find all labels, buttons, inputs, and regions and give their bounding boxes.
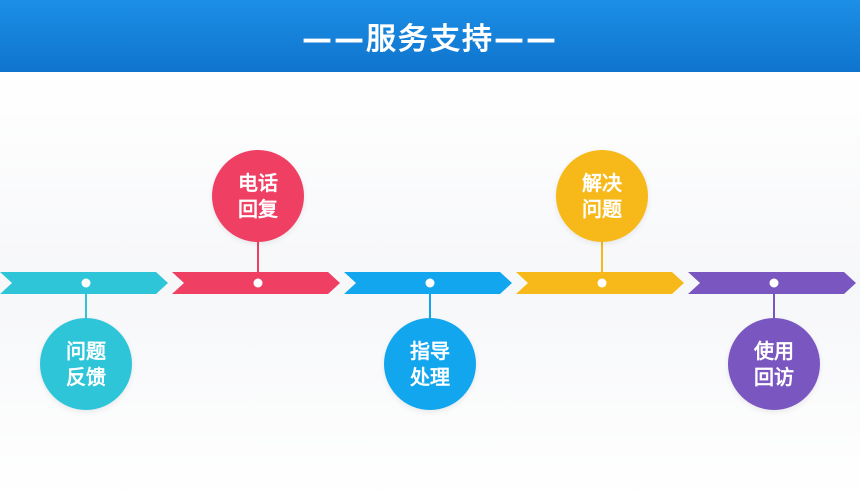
step-label-4: 解决问题 [582, 171, 622, 221]
page-header: ——服务支持—— [0, 0, 860, 72]
step-label-3: 指导处理 [410, 339, 450, 389]
timeline-dot-2 [253, 278, 263, 288]
timeline-dot-4 [597, 278, 607, 288]
step-circle-5: 使用回访 [728, 318, 820, 410]
step-circle-1: 问题反馈 [40, 318, 132, 410]
timeline-arrows [0, 240, 856, 320]
step-circle-3: 指导处理 [384, 318, 476, 410]
step-label-2: 电话回复 [238, 171, 278, 221]
step-circle-4: 解决问题 [556, 150, 648, 242]
timeline-dot-5 [769, 278, 779, 288]
timeline-dot-3 [425, 278, 435, 288]
step-circle-2: 电话回复 [212, 150, 304, 242]
process-timeline: 问题反馈 电话回复指导处理 解决问题使用回访 [0, 72, 860, 500]
step-label-5: 使用回访 [754, 339, 794, 389]
page-title: ——服务支持—— [302, 22, 558, 57]
timeline-dot-1 [81, 278, 91, 288]
step-label-1: 问题反馈 [66, 339, 106, 389]
